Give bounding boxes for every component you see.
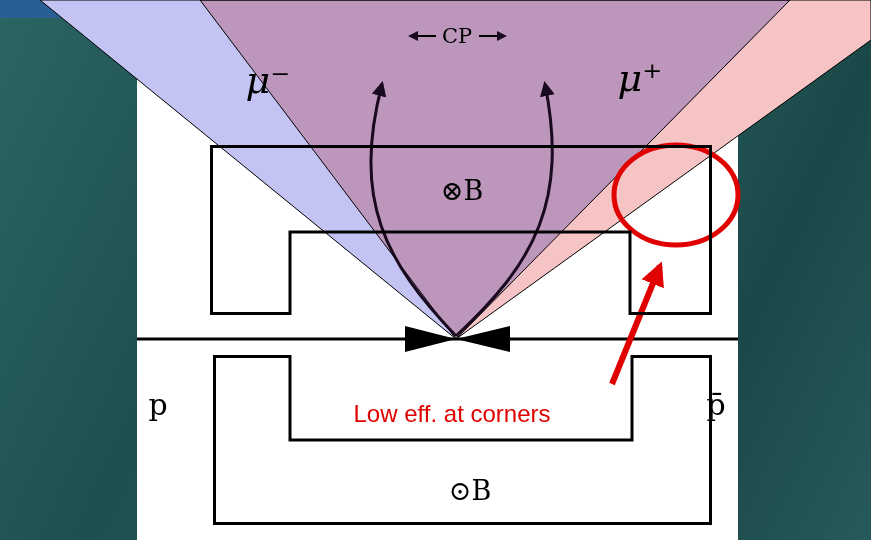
- acceptance-cone-pink: [200, 0, 871, 339]
- yoke-outline: [215, 357, 711, 524]
- beam-label: p: [148, 390, 167, 420]
- cp-arrow: [479, 35, 505, 37]
- highlight-circle: [614, 145, 738, 245]
- muon-track: [456, 84, 552, 336]
- beam-label: p̄: [706, 390, 725, 420]
- symmetry-label: CP: [442, 26, 472, 47]
- muon-label: μ⁻: [246, 61, 291, 99]
- magnet-yoke: ⊙B: [213, 355, 712, 525]
- yoke-outline: [210, 145, 712, 315]
- field-label: ⊗B: [441, 177, 483, 204]
- muon-label: μ⁺: [618, 59, 663, 97]
- yoke-outline: [212, 147, 711, 314]
- callout-arrow: [612, 266, 660, 384]
- callout-note: Low eff. at corners: [351, 401, 554, 427]
- muon-track: [371, 84, 456, 336]
- cp-arrow: [410, 35, 436, 37]
- magnet-yoke: ⊗B: [210, 145, 712, 315]
- field-label: ⊙B: [449, 477, 491, 504]
